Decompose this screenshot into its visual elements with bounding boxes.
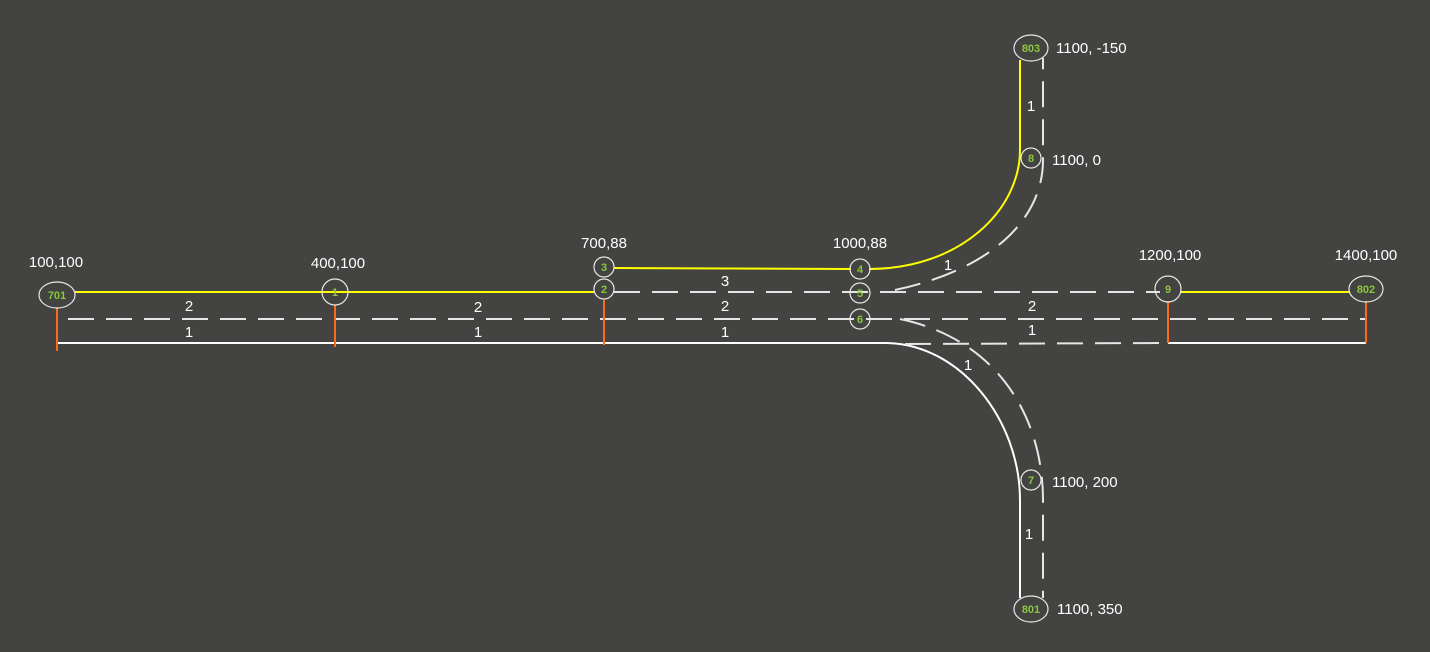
lane-label: 3 xyxy=(721,273,729,290)
node-7[interactable]: 7 xyxy=(1020,469,1042,491)
node-802[interactable]: 802 xyxy=(1348,275,1384,303)
coord-label-3: 700,88 xyxy=(581,235,627,252)
center-line-north-turn xyxy=(868,60,1021,270)
node-801[interactable]: 801 xyxy=(1013,595,1049,623)
section-ticks xyxy=(56,300,1367,351)
lane-label: 1 xyxy=(964,357,972,374)
lane-label: 2 xyxy=(1028,298,1036,315)
node-id-label: 1 xyxy=(332,287,338,299)
node-6[interactable]: 6 xyxy=(849,308,871,330)
node-4[interactable]: 4 xyxy=(849,258,871,280)
coord-label-7: 1100, 200 xyxy=(1052,474,1118,491)
lane-labels: 2 1 2 1 3 2 1 1 2 1 1 1 1 xyxy=(185,98,1036,543)
node-id-label: 8 xyxy=(1028,153,1034,165)
coord-label-802: 1400,100 xyxy=(1335,247,1398,264)
node-9[interactable]: 9 xyxy=(1154,275,1182,303)
node-id-label: 4 xyxy=(857,264,864,276)
node-id-label: 803 xyxy=(1022,43,1040,55)
coord-label-1: 400,100 xyxy=(311,255,365,272)
center-lines xyxy=(75,60,1350,293)
coord-label-803: 1100, -150 xyxy=(1056,40,1127,57)
lane-label: 1 xyxy=(1025,526,1033,543)
node-3[interactable]: 3 xyxy=(593,256,615,278)
coord-label-8: 1100, 0 xyxy=(1052,152,1101,169)
node-id-label: 9 xyxy=(1165,284,1171,296)
lane-label: 1 xyxy=(721,324,729,341)
coord-label-4: 1000,88 xyxy=(833,235,887,252)
coord-label-9: 1200,100 xyxy=(1139,247,1202,264)
node-5[interactable]: 5 xyxy=(849,282,871,304)
node-701[interactable]: 701 xyxy=(38,281,76,309)
node-803[interactable]: 803 xyxy=(1013,34,1049,62)
coordinate-labels: 100,100 400,100 700,88 1000,88 1200,100 … xyxy=(29,40,1397,618)
lane-label: 1 xyxy=(944,257,952,274)
center-line-middle xyxy=(613,267,852,270)
lane-label: 1 xyxy=(1027,98,1035,115)
lane-label: 1 xyxy=(474,324,482,341)
lane-label: 2 xyxy=(185,298,193,315)
nodes: 701 1 2 3 4 5 6 9 xyxy=(38,34,1384,623)
lane-label: 2 xyxy=(721,298,729,315)
node-id-label: 802 xyxy=(1357,284,1375,296)
lane-label: 2 xyxy=(474,299,482,316)
node-1[interactable]: 1 xyxy=(321,278,349,306)
node-2[interactable]: 2 xyxy=(593,278,615,300)
lane-divider-north xyxy=(894,58,1044,291)
node-8[interactable]: 8 xyxy=(1020,147,1042,169)
lane-divider-east-lower xyxy=(904,342,1167,345)
lane-divider-south xyxy=(899,318,1044,598)
node-id-label: 6 xyxy=(857,314,863,326)
road-edge-lines xyxy=(57,342,1366,598)
node-id-label: 5 xyxy=(857,288,863,300)
main-road-bottom-edge xyxy=(57,342,1021,598)
node-id-label: 2 xyxy=(601,284,607,296)
lane-label: 1 xyxy=(185,324,193,341)
node-id-label: 701 xyxy=(48,290,66,302)
lane-label: 1 xyxy=(1028,322,1036,339)
lane-dividers xyxy=(68,58,1366,598)
coord-label-701: 100,100 xyxy=(29,254,83,271)
node-id-label: 801 xyxy=(1022,604,1040,616)
node-id-label: 3 xyxy=(601,262,607,274)
node-id-label: 7 xyxy=(1028,475,1034,487)
coord-label-801: 1100, 350 xyxy=(1057,601,1123,618)
